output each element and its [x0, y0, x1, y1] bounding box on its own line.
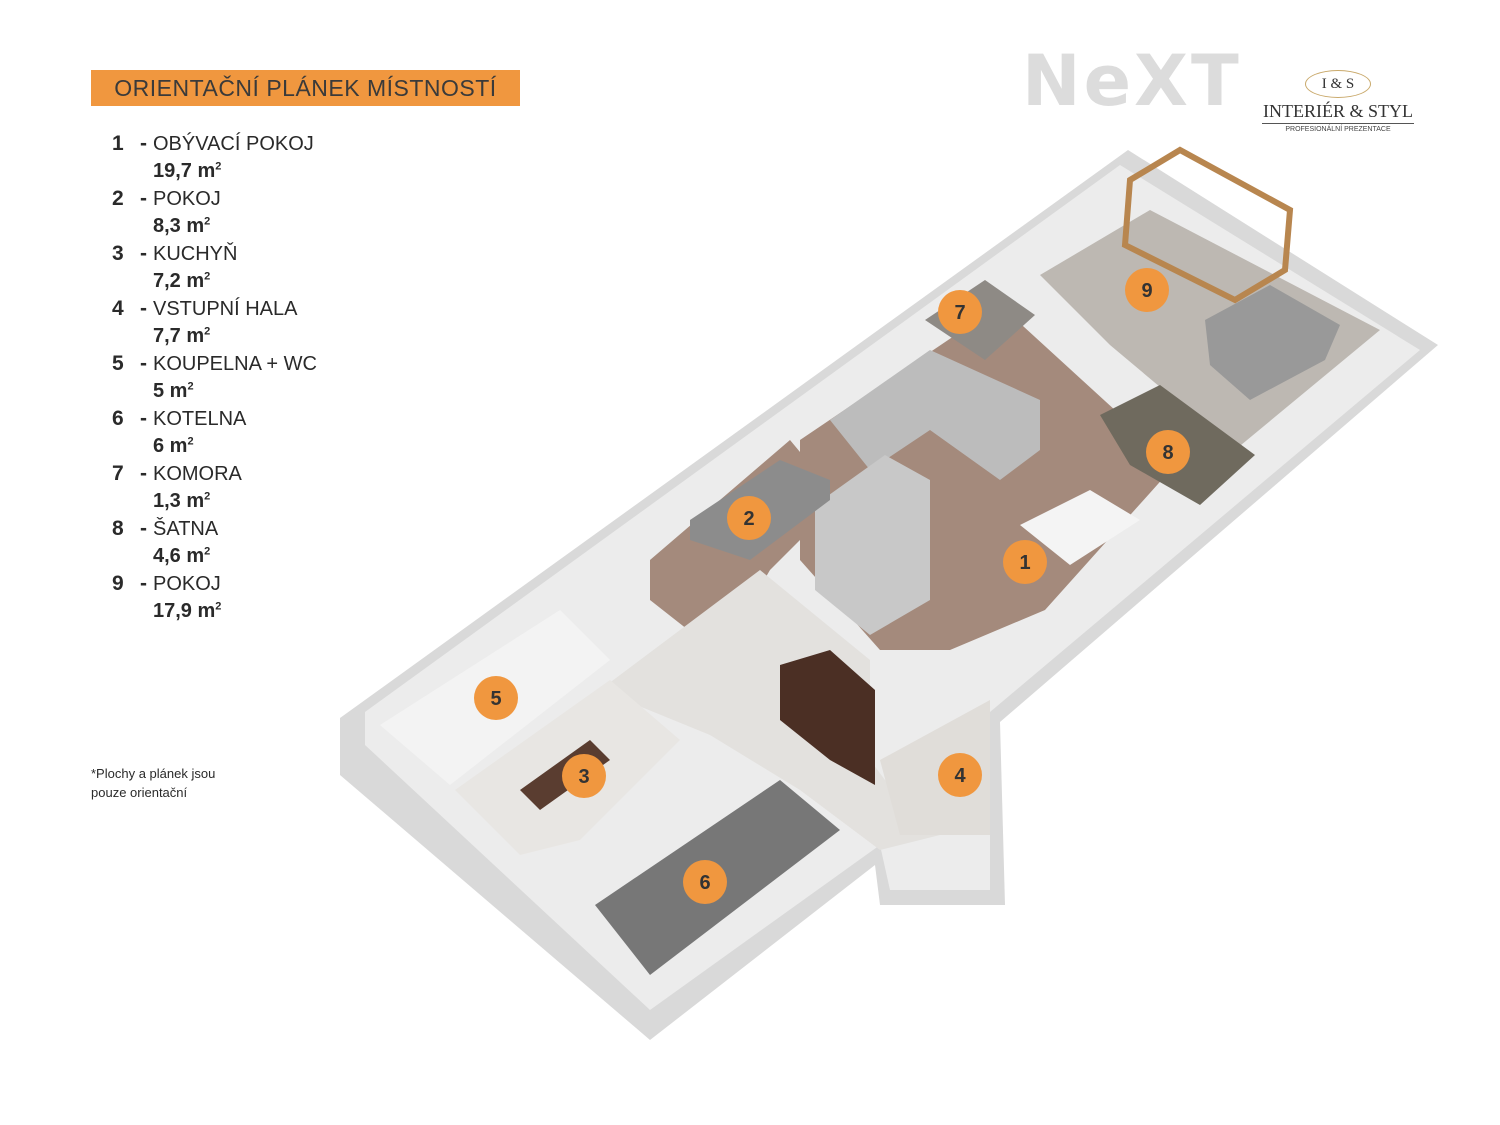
room-area: 8,3 m2 [153, 215, 211, 237]
bed-room-9 [1205, 285, 1340, 400]
room-name: POKOJ [153, 188, 221, 210]
room-number: 6 [112, 407, 124, 430]
svg-text:2: 2 [743, 508, 754, 530]
room-name: OBÝVACÍ POKOJ [153, 133, 314, 155]
svg-text:6: 6 [699, 872, 710, 894]
bunk-bed [1121, 146, 1294, 304]
badge-room-9: 9 [1125, 268, 1169, 312]
badge-room-1: 1 [1003, 540, 1047, 584]
dash: - [140, 517, 147, 540]
logo-tagline: PROFESIONÁLNÍ PREZENTACE [1285, 126, 1391, 133]
room-name: KOTELNA [153, 408, 247, 430]
room-area: 1,3 m2 [153, 490, 211, 512]
interier-styl-logo: I & S INTERIÉR & STYL PROFESIONÁLNÍ PREZ… [1262, 70, 1414, 133]
svg-text:9: 9 [1141, 280, 1152, 302]
room-name: KOMORA [153, 463, 242, 485]
dining-table [1020, 490, 1140, 565]
room-area: 19,7 m2 [153, 160, 222, 182]
room-number: 5 [112, 352, 124, 375]
room-number: 2 [112, 187, 124, 210]
logo-brand: INTERIÉR & STYL [1262, 101, 1414, 124]
svg-text:5: 5 [490, 688, 501, 710]
room-number: 9 [112, 572, 124, 595]
svg-text:3: 3 [578, 766, 589, 788]
dash: - [140, 572, 147, 595]
badge-room-3: 3 [562, 754, 606, 798]
dash: - [140, 407, 147, 430]
dash: - [140, 242, 147, 265]
room-number: 4 [112, 297, 124, 320]
room-number: 1 [112, 132, 124, 155]
room-name: ŠATNA [153, 518, 219, 540]
badge-room-7: 7 [938, 290, 982, 334]
room-area: 7,7 m2 [153, 325, 211, 347]
svg-text:4: 4 [954, 765, 966, 787]
room-number: 7 [112, 462, 124, 485]
svg-text:7: 7 [954, 302, 965, 324]
room-area: 17,9 m2 [153, 600, 222, 622]
room-area: 6 m2 [153, 435, 194, 457]
badge-room-2: 2 [727, 496, 771, 540]
room-area: 7,2 m2 [153, 270, 211, 292]
entrance-floor [880, 700, 990, 835]
room-number: 3 [112, 242, 124, 265]
next-logo: NeXT [1022, 40, 1242, 122]
dash: - [140, 352, 147, 375]
wardrobe-living [815, 455, 930, 635]
svg-text:1: 1 [1019, 552, 1030, 574]
plan-title: ORIENTAČNÍ PLÁNEK MÍSTNOSTÍ [91, 70, 520, 106]
bookshelf [780, 650, 875, 785]
room-name: VSTUPNÍ HALA [153, 298, 298, 320]
room-name: KUCHYŇ [153, 243, 238, 265]
dash: - [140, 187, 147, 210]
badge-room-8: 8 [1146, 430, 1190, 474]
disclaimer-note: *Plochy a plánek jsou pouze orientační [91, 766, 216, 800]
badge-room-5: 5 [474, 676, 518, 720]
logo-monogram: I & S [1305, 70, 1371, 98]
room-name: KOUPELNA + WC [153, 353, 317, 375]
badge-room-4: 4 [938, 753, 982, 797]
badge-room-6: 6 [683, 860, 727, 904]
room-name: POKOJ [153, 573, 221, 595]
dash: - [140, 132, 147, 155]
dash: - [140, 297, 147, 320]
room-number: 8 [112, 517, 124, 540]
dash: - [140, 462, 147, 485]
room-area: 5 m2 [153, 380, 194, 402]
svg-text:8: 8 [1162, 442, 1173, 464]
sofa [830, 350, 1040, 480]
room-area: 4,6 m2 [153, 545, 211, 567]
plan-title-text: ORIENTAČNÍ PLÁNEK MÍSTNOSTÍ [114, 74, 497, 101]
